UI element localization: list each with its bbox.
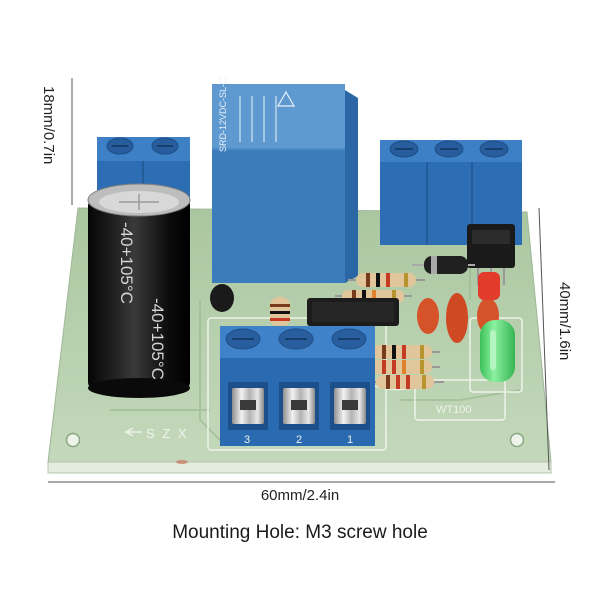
relay-print-lines (239, 96, 277, 142)
resistor (364, 360, 440, 374)
green-led (480, 320, 515, 382)
relay-model: SRD-12VDC-SL-C (218, 77, 228, 152)
ceramic-capacitor (417, 298, 439, 334)
dimension-width: 60mm/2.4in (48, 481, 555, 504)
board-label: WT100 (436, 404, 471, 416)
dimension-height: 18mm/0.7in (40, 78, 73, 205)
resistor (368, 375, 444, 389)
resistor (364, 345, 440, 359)
resistor (348, 273, 425, 287)
board-mark (176, 460, 188, 464)
axis-letters: S Z X (146, 426, 189, 441)
diode (412, 256, 475, 274)
dimension-height-label: 18mm/0.7in (40, 86, 57, 164)
relay: SRD-12VDC-SL-C (212, 77, 358, 283)
capacitor-rating-top: -40+105°C (117, 222, 136, 304)
dimension-depth-label: 40mm/1.6in (556, 282, 573, 360)
dimension-depth: 40mm/1.6in (538, 207, 573, 471)
mounting-hole-right (509, 432, 525, 448)
arrow-icon (124, 427, 142, 437)
small-component (210, 284, 234, 312)
mounting-hole-caption: Mounting Hole: M3 screw hole (172, 522, 428, 543)
terminal-number: 1 (347, 434, 353, 446)
terminal-number: 3 (244, 434, 250, 446)
resistor (270, 297, 290, 327)
transistor (467, 224, 515, 285)
warning-icon (276, 90, 296, 107)
capacitor-rating-bottom: -40+105°C (148, 298, 167, 380)
mounting-hole-left (65, 432, 81, 448)
red-led (478, 272, 500, 300)
ic-chip (307, 298, 399, 326)
terminal-block-3pin-front: 3 2 1 (220, 326, 375, 446)
dimension-width-label: 60mm/2.4in (261, 487, 339, 504)
terminal-number: 2 (296, 434, 302, 446)
electrolytic-capacitor: -40+105°C -40+105°C (87, 183, 191, 398)
ceramic-capacitor (446, 293, 468, 343)
